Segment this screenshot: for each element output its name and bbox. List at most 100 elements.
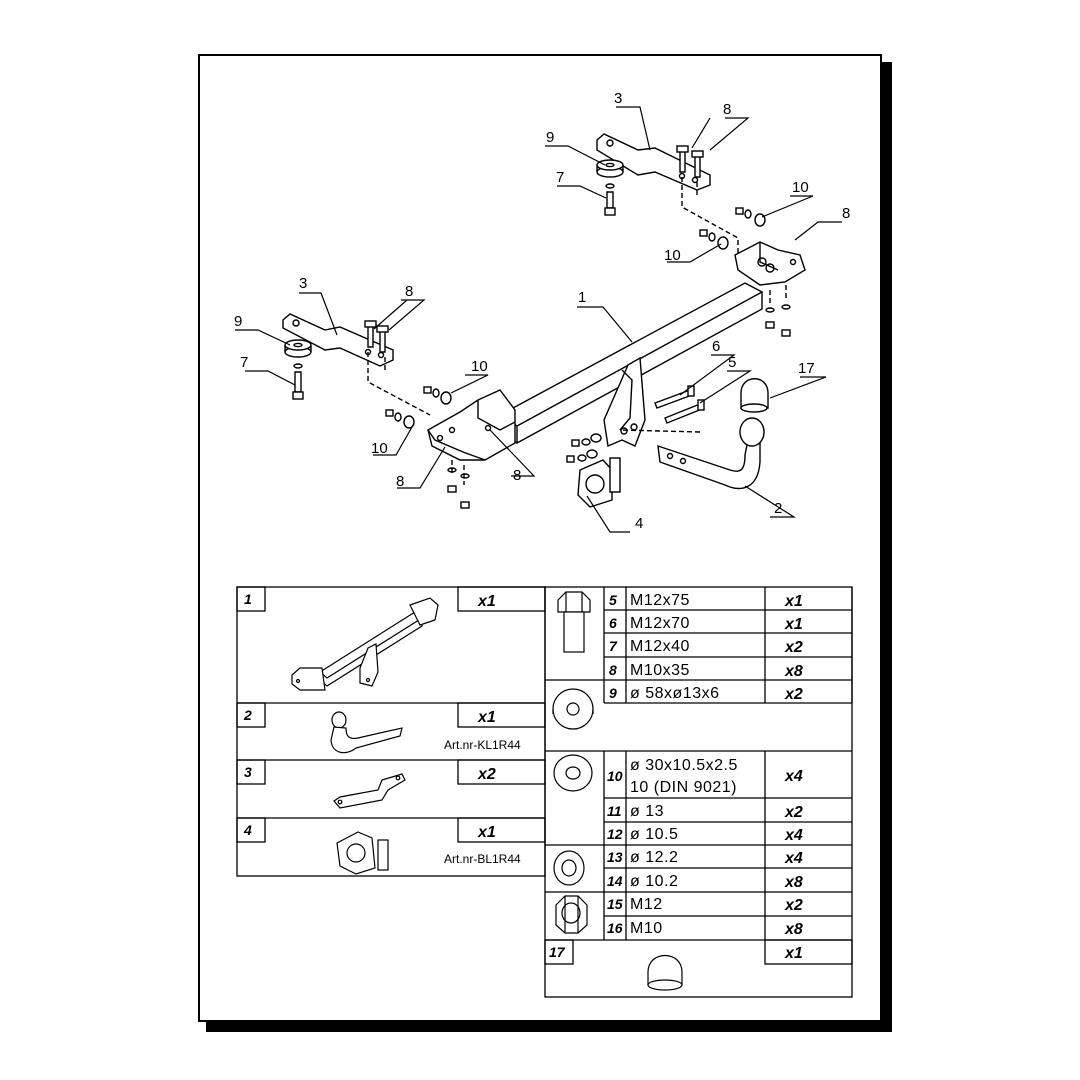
thumb-socket-plate: [336, 831, 389, 875]
row-id-7: 7: [609, 638, 618, 654]
socket-plate: [577, 457, 621, 508]
large-washer-icon: [552, 688, 594, 730]
row-spec-12: ø 10.5: [630, 826, 678, 843]
row-spec-14: ø 10.2: [630, 873, 678, 890]
towball-cap: [740, 378, 769, 413]
row-id-14: 14: [607, 873, 623, 889]
row-qty-6: x1: [784, 616, 803, 633]
row-spec-11: ø 13: [630, 803, 664, 820]
bolt-7-right: [604, 183, 616, 216]
row-spec-13: ø 12.2: [630, 849, 678, 866]
row-spec-8: M10x35: [630, 662, 690, 679]
callout-3-right: 3: [614, 90, 622, 107]
nut-icon: [555, 895, 588, 934]
callout-5: 5: [728, 354, 736, 371]
spring-washer-icon: [553, 850, 585, 886]
thumb-crossbar: [291, 597, 439, 691]
row-spec-5: M12x75: [630, 592, 690, 609]
part-id-1: 1: [244, 591, 252, 607]
row-id-11: 11: [607, 803, 622, 819]
row-qty-14: x8: [784, 874, 803, 891]
row-spec-6: M12x70: [630, 615, 690, 632]
drawing-sheet: [198, 54, 882, 1022]
row-id-6: 6: [609, 615, 617, 631]
row-spec-10-line2: 10 (DIN 9021): [630, 779, 737, 796]
part-id-2: 2: [243, 707, 252, 723]
bolts-8-right-plate: [676, 145, 704, 178]
row-spec-9: ø 58xø13x6: [630, 685, 719, 702]
row-id-8: 8: [609, 662, 617, 678]
callout-10-right-b: 10: [664, 247, 681, 264]
bolt-7-left: [292, 363, 304, 400]
row-id-15: 15: [607, 896, 623, 912]
cap-icon: [647, 955, 683, 991]
crossbar-part: [498, 282, 764, 447]
row-qty-17: x1: [784, 945, 803, 962]
left-side-plate: [282, 313, 394, 367]
dashed-assembly-lines: [367, 177, 787, 485]
callout-8-right-bracket: 8: [842, 205, 850, 222]
row-id-5: 5: [609, 592, 617, 608]
callout-10-right-a: 10: [792, 179, 809, 196]
callout-1: 1: [578, 289, 586, 306]
callout-10-left-a: 10: [471, 358, 488, 375]
right-parts-table: [544, 586, 853, 998]
part-qty-3: x2: [477, 766, 496, 783]
callout-7-left: 7: [240, 354, 248, 371]
callout-10-left-b: 10: [371, 440, 388, 457]
part-qty-1: x1: [477, 593, 496, 610]
row-qty-8: x8: [784, 663, 803, 680]
row-spec-15: M12: [630, 896, 663, 913]
washer-icon: [553, 754, 593, 792]
row-id-9: 9: [609, 685, 617, 701]
row-qty-16: x8: [784, 921, 803, 938]
thumb-towball: [330, 711, 403, 754]
callout-8-left-bracket-b: 8: [513, 467, 521, 484]
callout-2: 2: [774, 500, 782, 517]
right-table-text: 5 M12x75 x1 6 M12x70 x1 7 M12x40 x2 8 M1…: [549, 592, 803, 962]
callout-8-right-plate: 8: [723, 101, 731, 118]
art-number-2: Art.nr-KL1R44: [444, 738, 521, 752]
row-qty-5: x1: [784, 593, 803, 610]
part-qty-2: x1: [477, 709, 496, 726]
bolt-icon: [557, 591, 591, 653]
rubber-pad-right: [596, 159, 624, 178]
callout-7-right: 7: [556, 169, 564, 186]
thumb-side-plate: [333, 773, 406, 809]
left-parts-table: [236, 586, 546, 877]
left-end-bracket: [426, 389, 516, 461]
part-qty-4: x1: [477, 824, 496, 841]
row-qty-9: x2: [784, 686, 803, 703]
bolts-8-left-plate: [364, 320, 389, 353]
callout-8-left-bracket-a: 8: [396, 473, 404, 490]
row-id-16: 16: [607, 920, 623, 936]
left-table-text: 1 x1 2 x1 Art.nr-KL1R44 3 x2 4 x1 Art.nr…: [243, 591, 521, 866]
row-spec-10: ø 30x10.5x2.5: [630, 757, 738, 774]
callout-17: 17: [798, 360, 815, 377]
right-end-bracket: [734, 241, 806, 286]
callout-8-left-plate: 8: [405, 283, 413, 300]
bolts-5-6: [654, 385, 705, 424]
towball-neck: [657, 417, 765, 489]
rubber-pad-left: [284, 339, 312, 358]
row-qty-10: x4: [784, 768, 803, 785]
fastener-stacks: [385, 207, 791, 509]
callout-9-left: 9: [234, 313, 242, 330]
row-qty-13: x4: [784, 850, 803, 867]
row-spec-7: M12x40: [630, 638, 690, 655]
row-qty-7: x2: [784, 639, 803, 656]
row-id-13: 13: [607, 849, 623, 865]
part-id-3: 3: [244, 764, 252, 780]
row-spec-16: M10: [630, 920, 663, 937]
callout-3-left: 3: [299, 275, 307, 292]
row-id-10: 10: [607, 768, 623, 784]
callout-6: 6: [712, 338, 720, 355]
art-number-4: Art.nr-BL1R44: [444, 852, 521, 866]
row-id-12: 12: [607, 826, 623, 842]
part-id-4: 4: [243, 822, 252, 838]
callout-4: 4: [635, 515, 643, 532]
row-qty-12: x4: [784, 827, 803, 844]
row-id-17: 17: [549, 944, 566, 960]
callout-9-right: 9: [546, 129, 554, 146]
